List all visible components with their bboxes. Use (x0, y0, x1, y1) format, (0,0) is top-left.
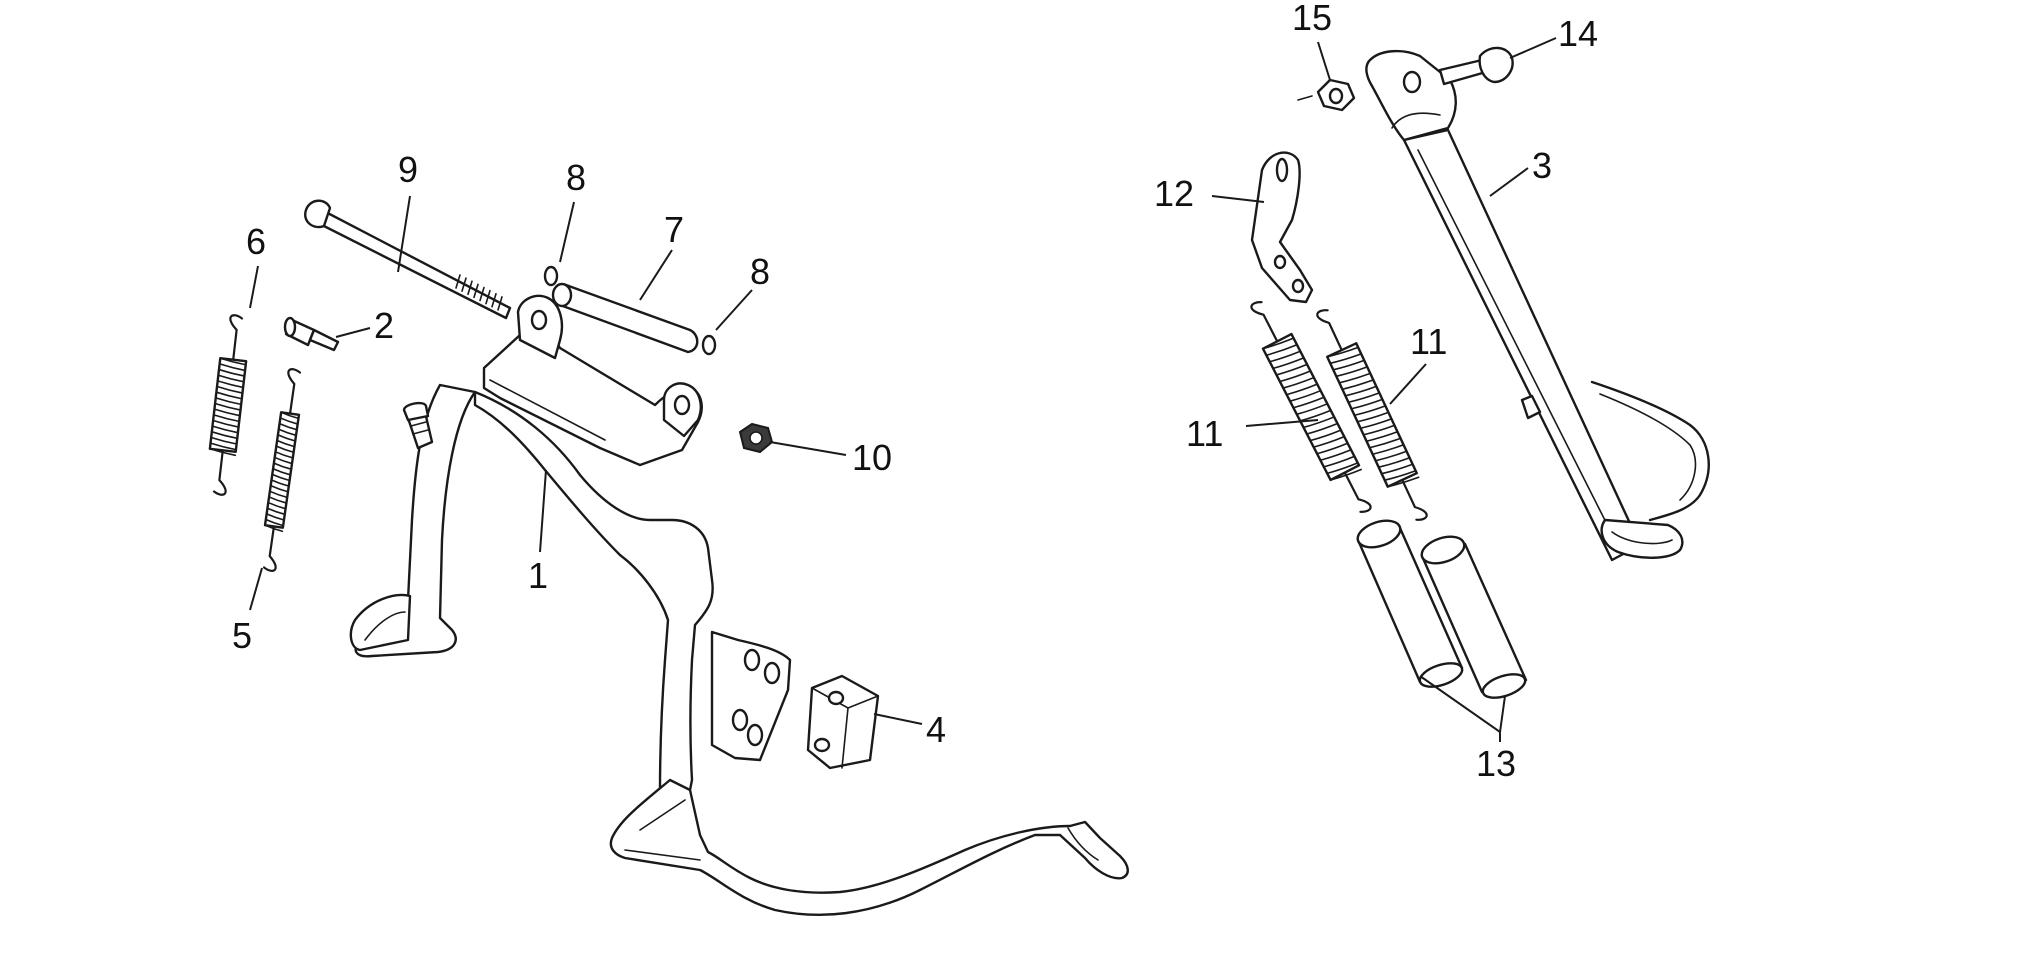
callout-11b: 11 (1186, 413, 1223, 454)
pivot-pin (1438, 46, 1514, 86)
callout-15: 15 (1292, 0, 1332, 38)
center-stand (349, 294, 1129, 917)
callout-4: 4 (926, 709, 946, 750)
callout-3: 3 (1532, 145, 1552, 186)
spring-sleeves (1356, 519, 1528, 699)
rubber-block (806, 674, 880, 770)
callout-12: 12 (1154, 173, 1194, 214)
small-screw (283, 316, 340, 352)
callout-labels: 1 2 3 4 5 6 7 8 8 9 10 11 11 12 13 14 15 (232, 0, 1598, 784)
washer-left (543, 265, 559, 287)
callout-2: 2 (374, 305, 394, 346)
tension-springs-left (208, 314, 302, 572)
long-bolt (304, 199, 512, 320)
callout-8b: 8 (750, 251, 770, 292)
sleeve-tube (551, 282, 699, 354)
side-stand-nut (1297, 78, 1356, 112)
nut (738, 422, 774, 454)
callout-6: 6 (246, 221, 266, 262)
callout-7: 7 (664, 209, 684, 250)
callout-14: 14 (1558, 13, 1598, 54)
side-stand (1365, 49, 1710, 562)
washer-right (701, 334, 717, 356)
callout-9: 9 (398, 149, 418, 190)
stud-bolt (402, 401, 434, 450)
callout-5: 5 (232, 615, 252, 656)
callout-1: 1 (528, 555, 548, 596)
callout-13: 13 (1476, 743, 1516, 784)
leader-lines (249, 37, 1557, 742)
spring-bracket (1250, 151, 1314, 304)
tension-springs-right (1250, 301, 1428, 521)
callout-11a: 11 (1410, 321, 1447, 362)
callout-8a: 8 (566, 157, 586, 198)
callout-10: 10 (852, 437, 892, 478)
